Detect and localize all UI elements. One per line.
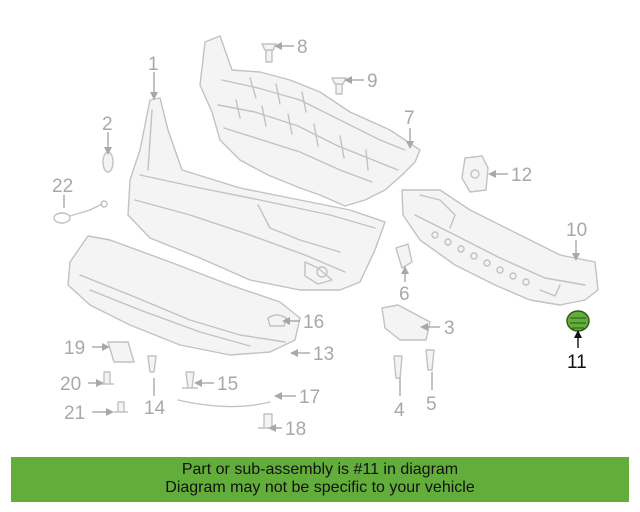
part-13-lower-deflector	[67, 235, 301, 356]
callout-5: 5	[426, 394, 437, 415]
banner-line-1: Part or sub-assembly is #11 in diagram	[181, 461, 459, 478]
callout-13: 13	[313, 344, 334, 365]
part-10-absorber	[401, 189, 599, 306]
callout-21: 21	[64, 403, 85, 424]
callout-14: 14	[144, 398, 166, 419]
part-6-bracket	[395, 243, 413, 269]
callout-19: 19	[64, 338, 85, 359]
callout-18: 18	[285, 419, 306, 440]
callout-15: 15	[217, 374, 238, 395]
callout-1: 1	[148, 54, 159, 75]
callout-2: 2	[102, 114, 113, 135]
callout-8: 8	[297, 37, 308, 58]
callout-7: 7	[404, 108, 415, 129]
part-22-wiring	[53, 200, 108, 224]
parts-diagram: 1 2 3 4 5 6 7 8 9 10 11 12 13 14 15 16 1…	[52, 35, 599, 440]
callout-17: 17	[299, 387, 320, 408]
callout-12: 12	[511, 165, 532, 186]
callout-22: 22	[52, 176, 73, 197]
callout-11-highlighted: 11	[567, 352, 587, 373]
part-1-bumper-cover	[127, 97, 386, 291]
leader-lines	[63, 42, 582, 432]
banner-line-2: Diagram may not be specific to your vehi…	[165, 479, 475, 496]
callout-10: 10	[566, 220, 587, 241]
callout-4: 4	[394, 400, 405, 421]
callout-labels: 1 2 3 4 5 6 7 8 9 10 11 12 13 14 15 16 1…	[52, 37, 587, 440]
part-11-highlighted	[566, 310, 590, 332]
part-3-bracket	[381, 304, 431, 341]
callout-9: 9	[367, 71, 378, 92]
part-7-reinforcement	[199, 35, 421, 207]
callout-3: 3	[444, 318, 455, 339]
callout-16: 16	[303, 312, 324, 333]
callout-20: 20	[60, 374, 81, 395]
info-banner: Part or sub-assembly is #11 in diagram D…	[11, 457, 629, 502]
callout-6: 6	[399, 284, 410, 305]
fasteners	[100, 43, 435, 429]
part-12-bracket	[461, 155, 489, 193]
